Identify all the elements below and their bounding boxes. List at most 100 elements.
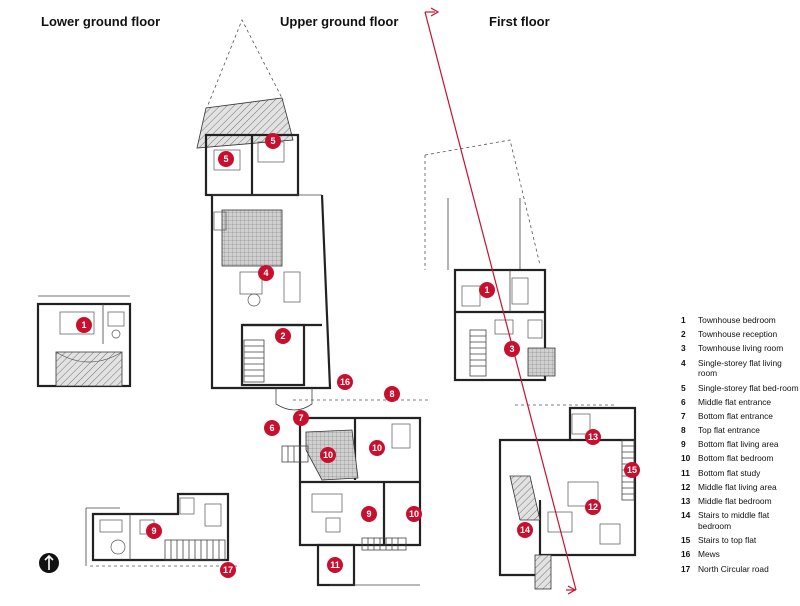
legend-number: 3 [681,343,686,354]
legend-number: 14 [681,510,691,521]
svg-text:12: 12 [588,502,598,512]
legend-number: 1 [681,315,686,325]
svg-text:5: 5 [270,136,275,146]
lower-ground-floor-title: Lower ground floor [41,14,161,29]
marker-1-first: 1 [479,282,495,298]
svg-text:10: 10 [372,443,382,453]
upper-stairs [243,339,265,383]
legend-label: Bottom flat entrance [698,410,773,421]
legend-number: 5 [681,382,686,393]
legend-number: 4 [681,357,686,368]
legend-item: 7 Bottom flat entrance [681,411,799,422]
svg-text:10: 10 [323,450,333,460]
upper-ground-plan-main [196,19,332,411]
svg-text:11: 11 [330,560,340,570]
lower-ground-plan-upper [36,295,132,388]
marker-11: 11 [327,557,343,573]
legend-item: 17 North Circular road [681,564,799,575]
marker-12: 12 [585,499,601,515]
svg-text:15: 15 [627,465,637,475]
legend-label: Townhouse living room [698,343,784,354]
legend-item: 5 Single-storey flat bed-room [681,383,799,394]
marker-4: 4 [258,265,274,281]
section-arrow-bottom-icon [567,585,577,595]
marker-3: 3 [504,341,520,357]
legend-label: Middle flat living area [698,481,777,492]
marker-13: 13 [585,429,601,445]
legend-number: 15 [681,535,691,546]
lower-stairs [164,539,226,561]
svg-text:3: 3 [509,344,514,354]
svg-text:16: 16 [340,377,350,387]
svg-text:9: 9 [366,509,371,519]
svg-text:1: 1 [484,285,489,295]
legend-label: Bottom flat bedroom [698,453,774,464]
legend-item: 10 Bottom flat bedroom [681,453,799,464]
first-townhouse-stairs [469,329,487,377]
marker-1-lower: 1 [76,317,92,333]
marker-9-upper: 9 [361,506,377,522]
legend-label: Top flat entrance [698,425,760,436]
legend-number: 7 [681,410,686,421]
north-arrow-icon [39,553,59,573]
legend-number: 9 [681,439,686,450]
legend-item: 3 Townhouse living room [681,343,799,354]
svg-text:5: 5 [223,154,228,164]
marker-6: 6 [264,420,280,436]
marker-5-left: 5 [218,151,234,167]
first-floor-title: First floor [489,14,550,29]
legend-number: 6 [681,396,686,407]
marker-7: 7 [293,410,309,426]
marker-16: 16 [337,374,353,390]
legend-number: 17 [681,563,691,574]
legend-item: 14 Stairs to middle flat bedroom [681,510,799,532]
flats-stairs [281,445,407,551]
legend-label: Townhouse bedroom [698,315,776,325]
legend-label: Mews [698,549,720,560]
svg-text:8: 8 [389,389,394,399]
legend-item: 15 Stairs to top flat [681,535,799,546]
svg-text:10: 10 [409,509,419,519]
legend-number: 2 [681,329,686,340]
svg-text:14: 14 [520,525,530,535]
svg-text:1: 1 [81,320,86,330]
legend-label: North Circular road [698,563,769,574]
section-arrow-top-icon [430,7,440,17]
section-line [424,7,577,595]
marker-10-hatched: 10 [320,447,336,463]
marker-2: 2 [275,328,291,344]
marker-10-right: 10 [406,506,422,522]
upper-ground-floor-title: Upper ground floor [280,14,399,29]
legend-label: Bottom flat living area [698,439,779,450]
svg-text:7: 7 [298,413,303,423]
marker-14: 14 [517,522,533,538]
svg-text:4: 4 [263,268,268,278]
lower-ground-plan-lower [85,492,240,567]
svg-text:9: 9 [151,526,156,536]
legend-item: 6 Middle flat entrance [681,397,799,408]
legend-number: 11 [681,467,690,478]
legend-number: 10 [681,453,691,464]
marker-10-upper: 10 [369,440,385,456]
legend-label: Single-storey flat bed-room [698,382,799,393]
marker-8: 8 [384,386,400,402]
marker-9-lower: 9 [146,523,162,539]
legend-label: Middle flat entrance [698,396,772,407]
marker-15: 15 [624,462,640,478]
first-floor-plan-flats [498,404,637,590]
marker-17: 17 [220,562,236,578]
legend-label: Stairs to middle flat bedroom [698,510,770,532]
svg-text:17: 17 [223,565,233,575]
legend-label: Stairs to top flat [698,535,757,546]
first-floor-plan-townhouse [424,139,556,382]
svg-text:2: 2 [280,331,285,341]
